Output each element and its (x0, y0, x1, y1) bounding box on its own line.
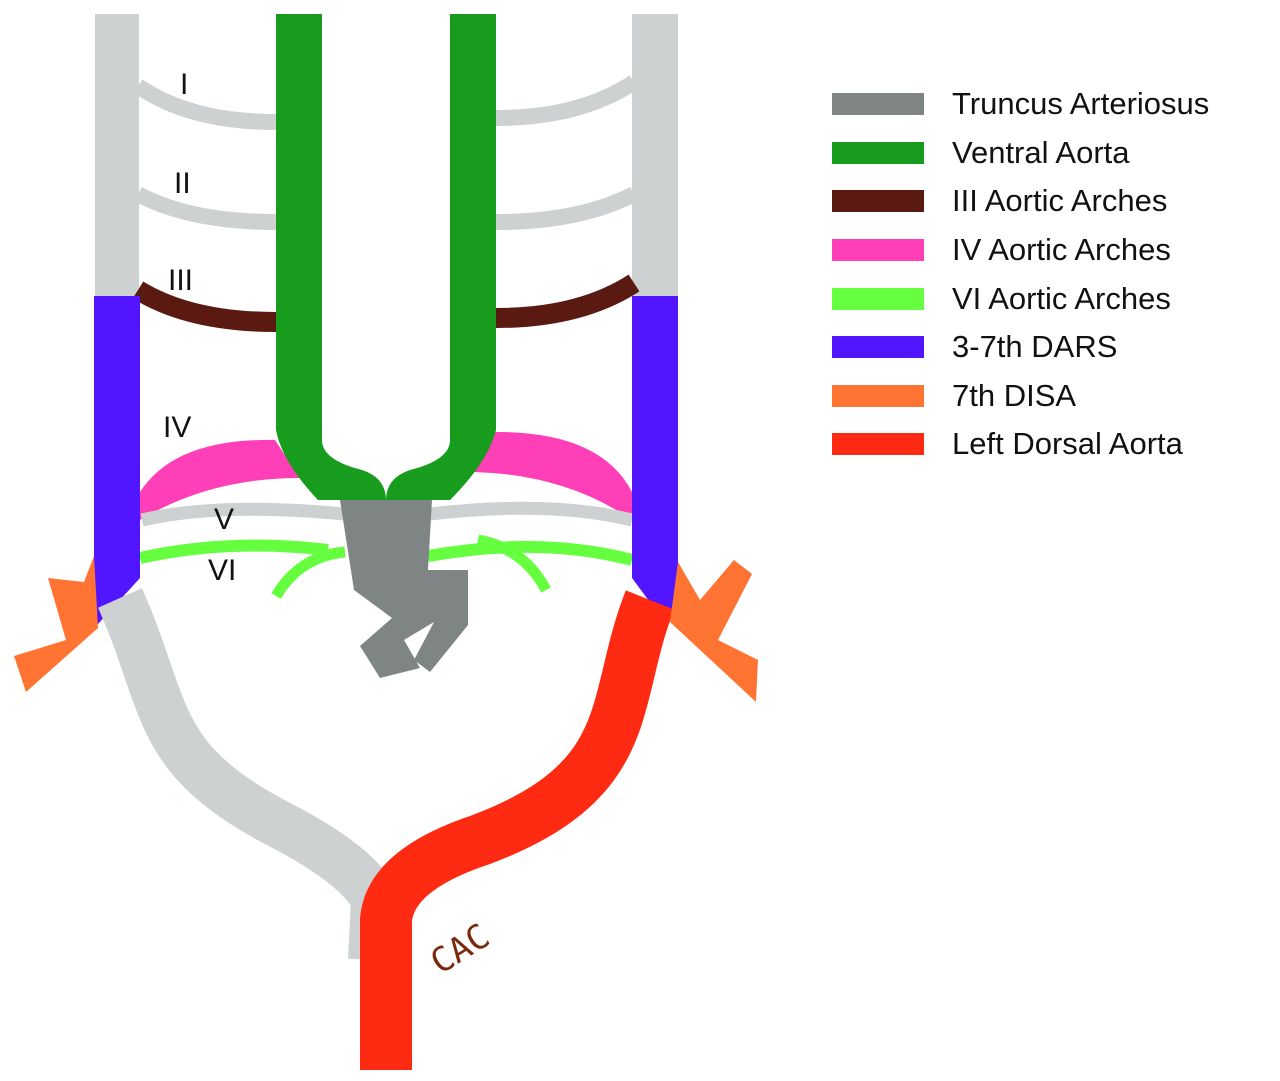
arch-v-left (429, 501, 634, 527)
arch-iii-label: III (168, 264, 193, 297)
arch-vi-left (426, 540, 634, 566)
legend-label: 7th DISA (952, 377, 1077, 413)
arch-vi-label: VI (208, 554, 236, 587)
legend-label: IV Aortic Arches (952, 232, 1171, 268)
legend-label: Ventral Aorta (952, 134, 1130, 170)
right-dorsal-aorta-upper (95, 14, 139, 297)
arch-v-right (140, 502, 345, 527)
cac-annotation: CAC (424, 916, 497, 982)
legend-swatch (832, 141, 924, 164)
truncus-arteriosus (340, 500, 468, 678)
legend-item-left-dorsal-aorta: Left Dorsal Aorta (832, 420, 1209, 469)
left-dars (632, 296, 678, 624)
legend-label: Truncus Arteriosus (952, 86, 1210, 122)
right-disa (14, 556, 98, 692)
legend-label: III Aortic Arches (952, 183, 1168, 219)
legend-item-iii-aortic-arches: III Aortic Arches (832, 177, 1209, 226)
legend-item-ventral-aorta: Ventral Aorta (832, 129, 1209, 178)
arch-iii-left (495, 274, 640, 328)
legend-item-dars: 3-7th DARS (832, 323, 1209, 372)
arch-vi-right (138, 539, 329, 564)
legend-swatch (832, 93, 924, 116)
left-dorsal-aorta-upper (632, 14, 678, 297)
legend-swatch (832, 336, 924, 359)
arch-i-right (133, 79, 277, 130)
legend-swatch (832, 287, 924, 310)
right-dorsal-aorta-lower (98, 588, 400, 962)
legend-item-disa: 7th DISA (832, 372, 1209, 421)
legend: Truncus Arteriosus Ventral Aorta III Aor… (832, 80, 1209, 469)
legend-item-vi-aortic-arches: VI Aortic Arches (832, 274, 1209, 323)
legend-label: VI Aortic Arches (952, 280, 1171, 316)
arch-vi-right-branch (271, 546, 346, 599)
right-dars (94, 296, 140, 624)
ventral-aorta (276, 14, 496, 500)
arch-ii-left (495, 186, 638, 230)
left-disa (670, 560, 758, 702)
legend-item-truncus-arteriosus: Truncus Arteriosus (832, 80, 1209, 129)
arch-iv-right (140, 439, 300, 520)
legend-item-iv-aortic-arches: IV Aortic Arches (832, 226, 1209, 275)
arch-ii-label: II (174, 167, 191, 200)
arch-i-label: I (180, 68, 188, 101)
left-dorsal-aorta (360, 590, 675, 1070)
arch-i-left (495, 75, 639, 126)
legend-swatch (832, 239, 924, 262)
legend-swatch (832, 433, 924, 456)
legend-label: Left Dorsal Aorta (952, 426, 1183, 462)
arch-iii-right (132, 281, 277, 332)
legend-swatch (832, 190, 924, 213)
arch-ii-right (134, 186, 277, 230)
arch-iv-left (472, 431, 632, 520)
arch-vi-left-branch (476, 534, 551, 593)
legend-swatch (832, 384, 924, 407)
arch-v-label: V (214, 503, 234, 536)
arch-iv-label: IV (163, 411, 191, 444)
legend-label: 3-7th DARS (952, 329, 1118, 365)
